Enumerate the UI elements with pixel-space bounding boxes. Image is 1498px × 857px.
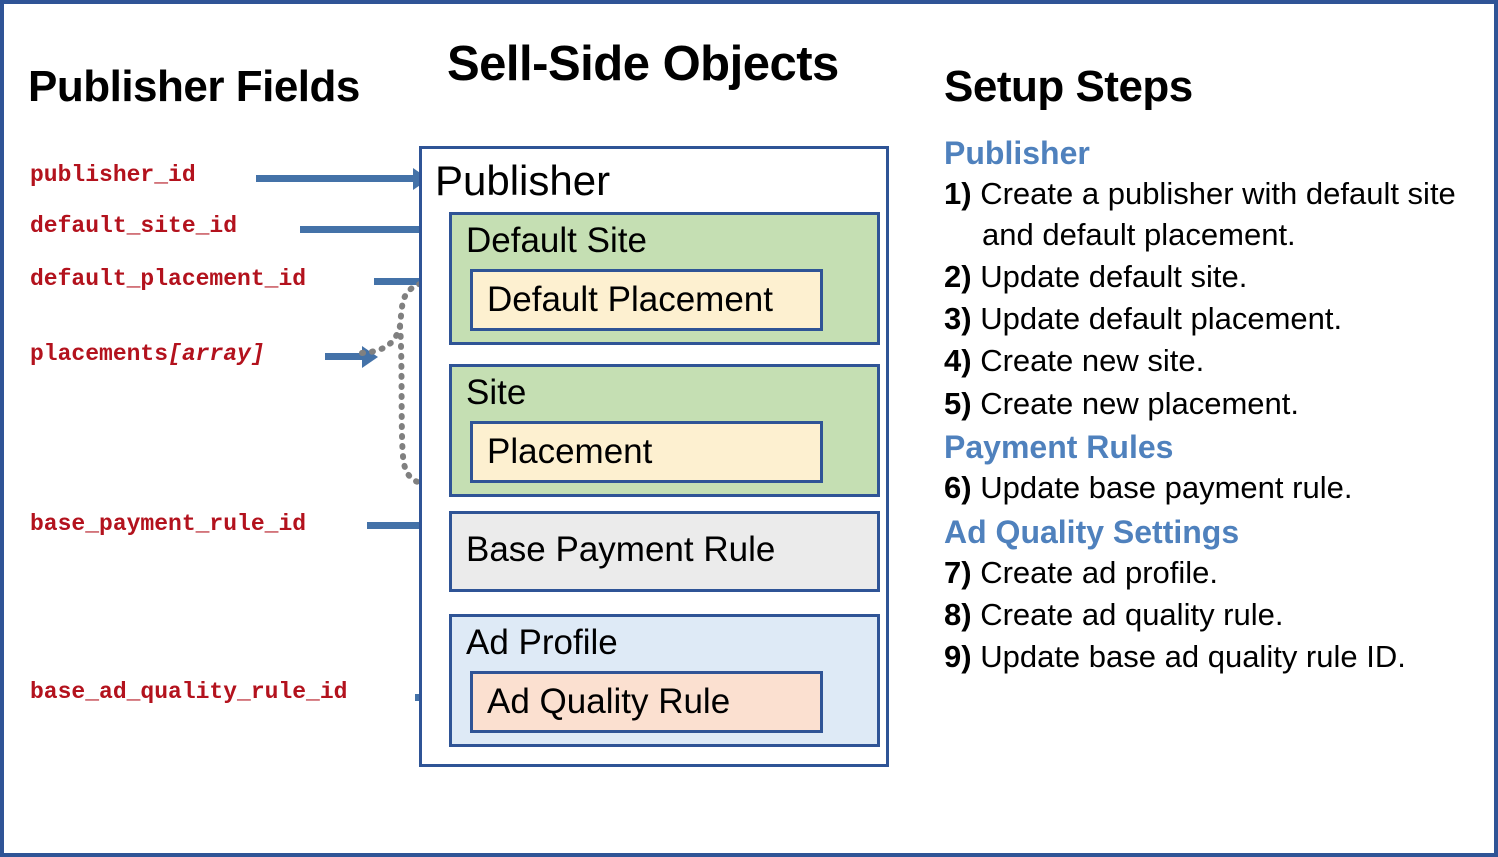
step-number: 9) (944, 639, 972, 675)
step-text: Update default site. (980, 258, 1248, 294)
step-text: Create a publisher with default site and… (980, 176, 1456, 252)
step-item-9: 9) Update base ad quality rule ID. (944, 637, 1474, 677)
ad-quality-rule-box[interactable]: Ad Quality Rule (470, 671, 823, 733)
field-label-text: publisher_id (30, 162, 196, 188)
ad-quality-rule-label: Ad Quality Rule (487, 682, 731, 721)
field-label-text: default_placement_id (30, 266, 307, 292)
placement-label: Placement (487, 432, 653, 471)
step-section-publisher: Publisher (944, 135, 1090, 171)
base-payment-rule-label: Base Payment Rule (466, 530, 776, 569)
step-item-7: 7) Create ad profile. (944, 553, 1474, 593)
step-text: Update base ad quality rule ID. (980, 639, 1406, 675)
default-placement-label: Default Placement (487, 280, 773, 319)
site-box[interactable]: Site Placement (449, 364, 880, 497)
ad-profile-label: Ad Profile (466, 623, 618, 662)
step-number: 8) (944, 597, 972, 633)
field-label-text: base_ad_quality_rule_id (30, 679, 348, 705)
ad-profile-box[interactable]: Ad Profile Ad Quality Rule (449, 614, 880, 747)
default-site-box[interactable]: Default Site Default Placement (449, 212, 880, 345)
step-text: Create ad quality rule. (980, 597, 1284, 633)
field-label-text: placements (30, 341, 169, 367)
default-placement-box[interactable]: Default Placement (470, 269, 823, 331)
arrow-publisher-id (256, 175, 414, 182)
step-number: 5) (944, 385, 972, 421)
arrow-placements-array (325, 353, 363, 360)
page-title-publisher-fields: Publisher Fields (28, 62, 360, 111)
field-label-array-suffix: [array] (168, 341, 265, 367)
step-text: Update base payment rule. (980, 470, 1353, 506)
step-item-4: 4) Create new site. (944, 341, 1474, 381)
field-label-base-payment-rule-id: base_payment_rule_id (30, 511, 306, 537)
field-label-base-ad-quality-rule-id: base_ad_quality_rule_id (30, 679, 347, 705)
arrow-default-site-id (300, 226, 435, 233)
step-section-payment-rules: Payment Rules (944, 429, 1174, 466)
step-number: 6) (944, 470, 972, 506)
step-text: Create ad profile. (980, 554, 1219, 590)
base-payment-rule-box[interactable]: Base Payment Rule (449, 511, 880, 592)
field-label-default-site-id: default_site_id (30, 213, 237, 239)
step-text: Create new site. (980, 343, 1205, 379)
page-title-setup-steps: Setup Steps (944, 62, 1193, 111)
field-label-publisher-id: publisher_id (30, 162, 196, 188)
page-title-sell-side-objects: Sell-Side Objects (447, 37, 839, 91)
default-site-label: Default Site (466, 221, 647, 260)
field-label-text: base_payment_rule_id (30, 511, 307, 537)
placement-box[interactable]: Placement (470, 421, 823, 483)
step-item-5: 5) Create new placement. (944, 384, 1474, 424)
step-item-6: 6) Update base payment rule. (944, 468, 1474, 508)
step-number: 3) (944, 301, 972, 337)
step-item-8: 8) Create ad quality rule. (944, 595, 1474, 635)
step-number: 4) (944, 343, 972, 379)
step-item-1: 1) Create a publisher with default site … (944, 174, 1474, 255)
site-label: Site (466, 373, 527, 412)
publisher-container: Publisher Default Site Default Placement… (419, 146, 889, 767)
step-number: 7) (944, 554, 972, 590)
step-text: Update default placement. (980, 301, 1343, 337)
step-item-2: 2) Update default site. (944, 257, 1474, 297)
field-label-text: default_site_id (30, 213, 238, 239)
step-number: 1) (944, 176, 972, 212)
step-item-3: 3) Update default placement. (944, 299, 1474, 339)
field-label-placements-array: placements[array] (30, 341, 265, 367)
setup-steps-list: Publisher 1) Create a publisher with def… (944, 132, 1474, 680)
arrow-base-payment-rule-id (367, 522, 435, 529)
step-number: 2) (944, 258, 972, 294)
publisher-label: Publisher (435, 157, 611, 204)
step-section-ad-quality-settings: Ad Quality Settings (944, 513, 1240, 550)
field-label-default-placement-id: default_placement_id (30, 266, 306, 292)
step-text: Create new placement. (980, 385, 1299, 421)
